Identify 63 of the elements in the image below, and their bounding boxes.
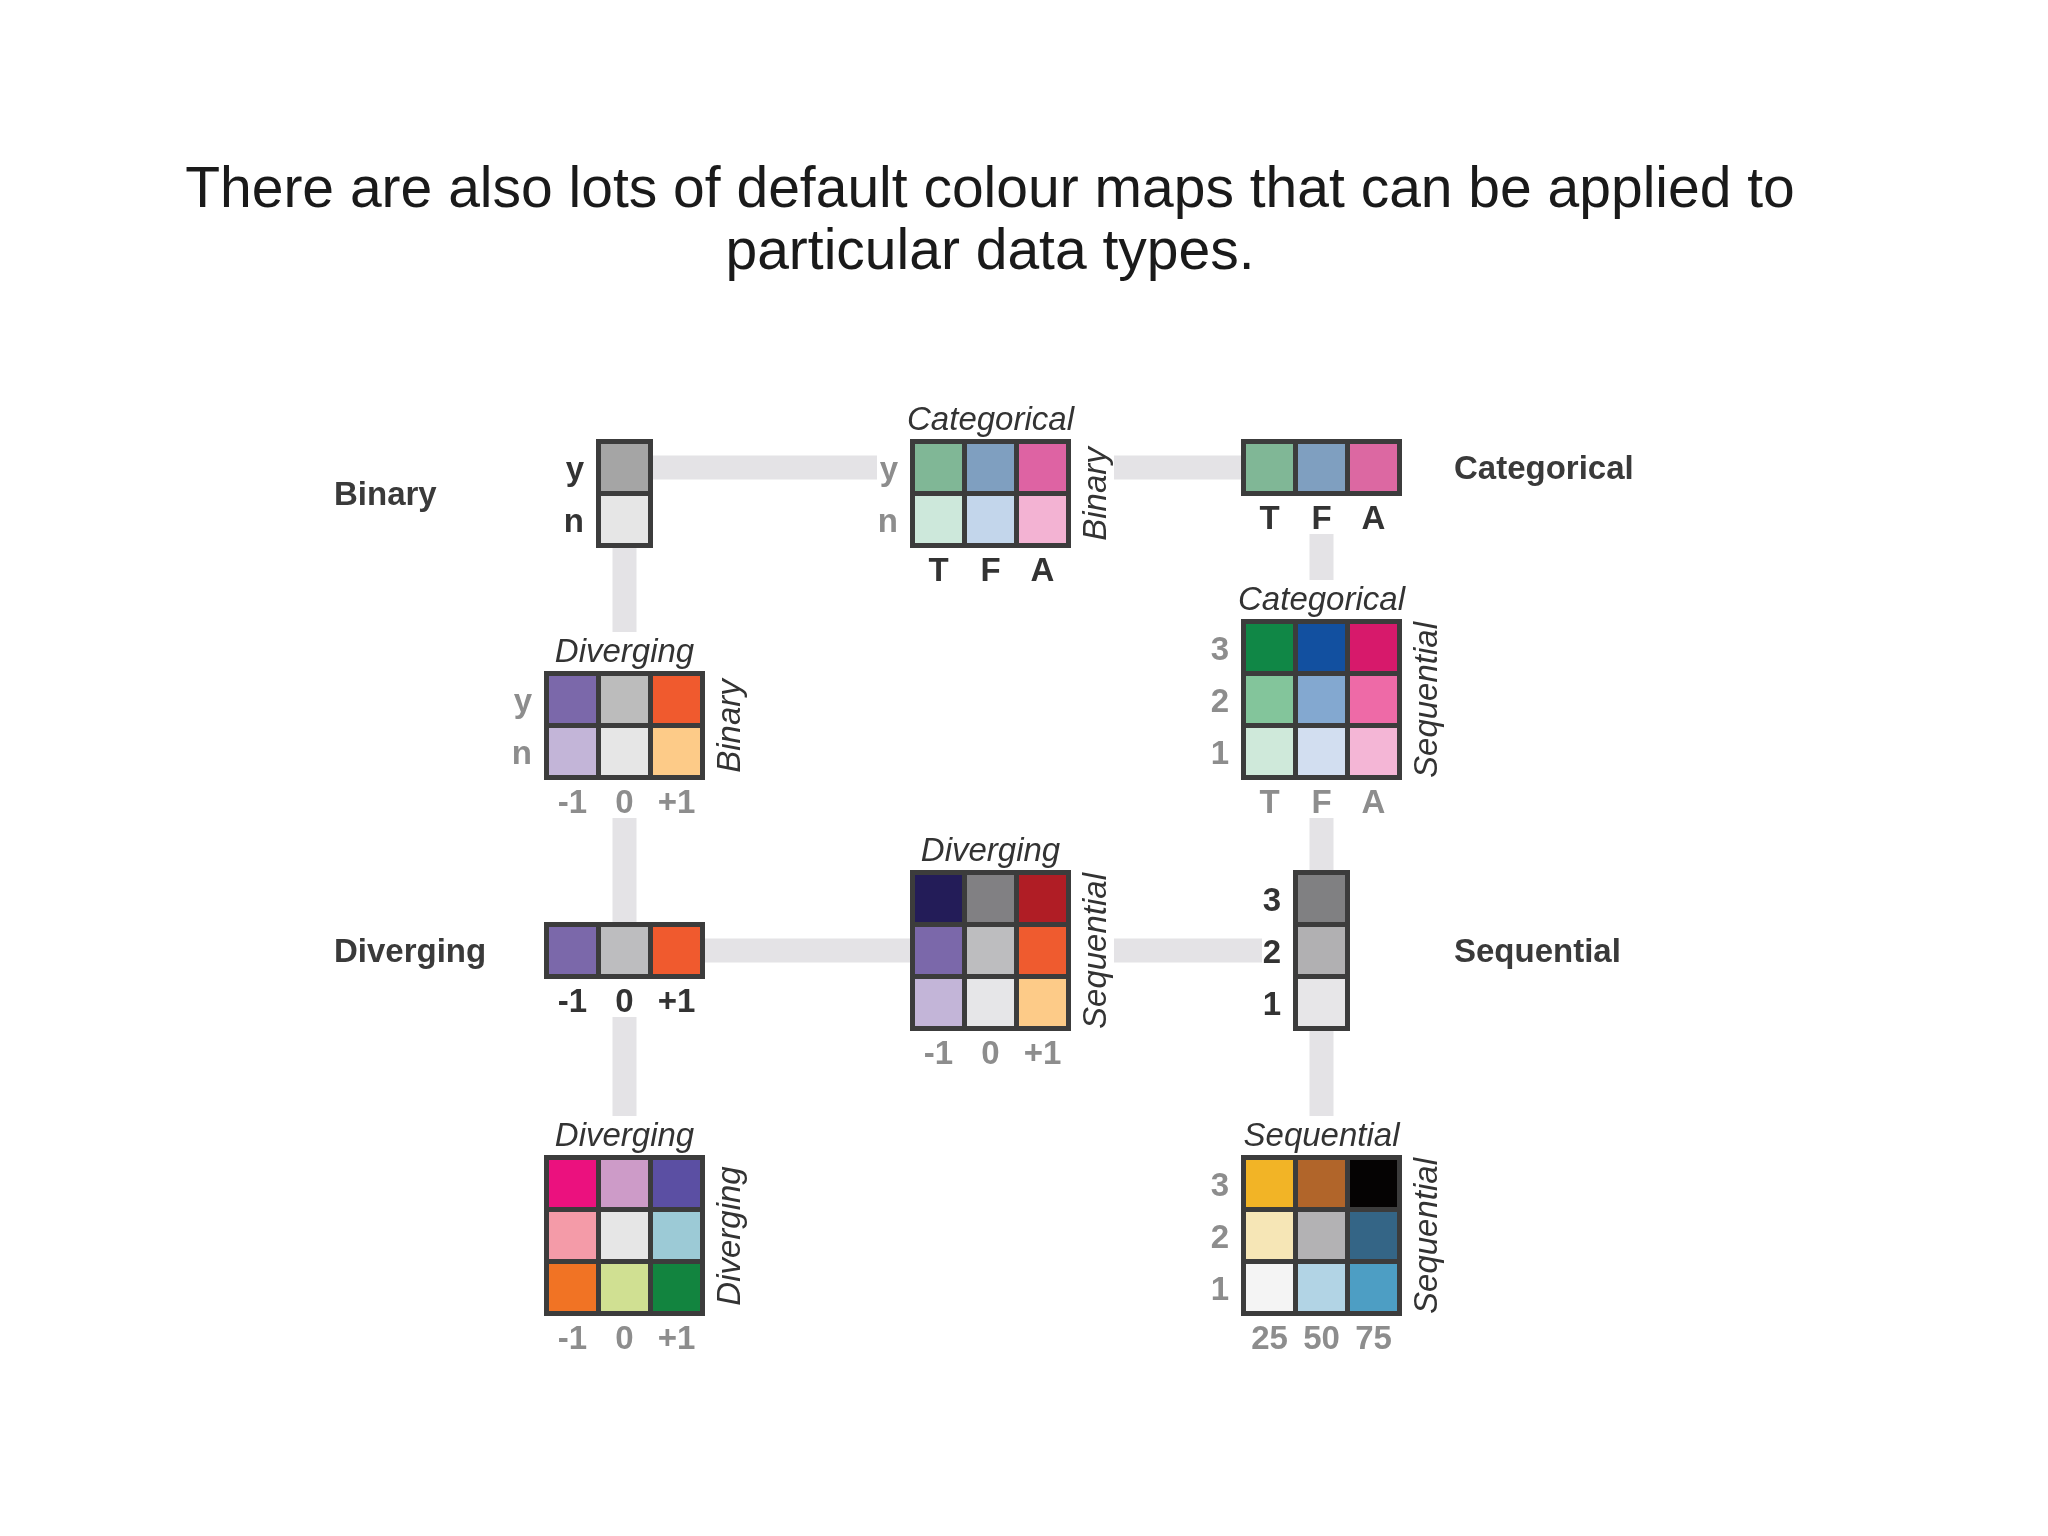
map-type-label: Sequential — [1454, 932, 1621, 969]
column-label: +1 — [657, 984, 696, 1017]
connector-band — [1309, 818, 1334, 870]
column-label: -1 — [557, 1321, 588, 1354]
map-type-label: Binary — [334, 475, 437, 512]
connector-band — [1309, 534, 1334, 580]
column-label: -1 — [557, 984, 588, 1017]
connector-band — [1114, 938, 1262, 963]
row-axis-title: Sequential — [1077, 872, 1114, 1029]
row-axis-title: Sequential — [1408, 621, 1445, 778]
row-axis-title: Diverging — [711, 1165, 748, 1306]
column-label: T — [1259, 501, 1280, 534]
column-label: 50 — [1303, 1321, 1340, 1354]
row-label: 1 — [1210, 1271, 1229, 1304]
column-label: A — [1361, 785, 1386, 818]
row-label: 3 — [1210, 1167, 1229, 1200]
connector-band — [612, 1017, 637, 1116]
connector-band — [1114, 455, 1241, 480]
connector-band — [705, 938, 910, 963]
column-axis-title: Sequential — [1243, 1116, 1400, 1153]
row-label: 3 — [1262, 882, 1281, 915]
row-label: n — [511, 735, 532, 768]
connector-band — [612, 818, 637, 922]
column-label: -1 — [557, 785, 588, 818]
row-label: 1 — [1210, 735, 1229, 768]
column-axis-title: Categorical — [907, 400, 1074, 437]
row-label: n — [563, 503, 584, 536]
column-axis-title: Diverging — [554, 632, 695, 669]
row-label: n — [877, 503, 898, 536]
column-label: +1 — [657, 785, 696, 818]
row-axis-title: Sequential — [1408, 1157, 1445, 1314]
column-axis-title: Diverging — [554, 1116, 695, 1153]
column-label: 0 — [981, 1036, 1000, 1069]
column-label: 25 — [1251, 1321, 1288, 1354]
column-label: T — [1259, 785, 1280, 818]
row-axis-title: Binary — [1077, 446, 1114, 541]
connector-band — [653, 455, 877, 480]
column-axis-title: Diverging — [920, 831, 1061, 868]
column-label: A — [1030, 553, 1055, 586]
row-label: 2 — [1262, 934, 1281, 967]
row-axis-title: Binary — [711, 678, 748, 773]
column-label: +1 — [657, 1321, 696, 1354]
column-label: 0 — [615, 1321, 634, 1354]
connector-band — [612, 548, 637, 632]
column-axis-title: Categorical — [1238, 580, 1405, 617]
column-label: T — [928, 553, 949, 586]
row-label: 2 — [1210, 683, 1229, 716]
column-label: -1 — [923, 1036, 954, 1069]
connector-band — [1309, 1031, 1334, 1116]
row-label: 1 — [1262, 986, 1281, 1019]
map-type-label: Categorical — [1454, 449, 1634, 486]
column-label: 0 — [615, 785, 634, 818]
map-type-label: Diverging — [334, 932, 487, 969]
row-label: 2 — [1210, 1219, 1229, 1252]
column-label: F — [1311, 785, 1332, 818]
column-label: 0 — [615, 984, 634, 1017]
column-label: 75 — [1355, 1321, 1392, 1354]
slide-title: There are also lots of default colour maps that can be applied to particular data types. — [184, 156, 1796, 280]
row-label: 3 — [1210, 631, 1229, 664]
column-label: F — [980, 553, 1001, 586]
column-label: A — [1361, 501, 1386, 534]
column-label: +1 — [1023, 1036, 1062, 1069]
column-label: F — [1311, 501, 1332, 534]
